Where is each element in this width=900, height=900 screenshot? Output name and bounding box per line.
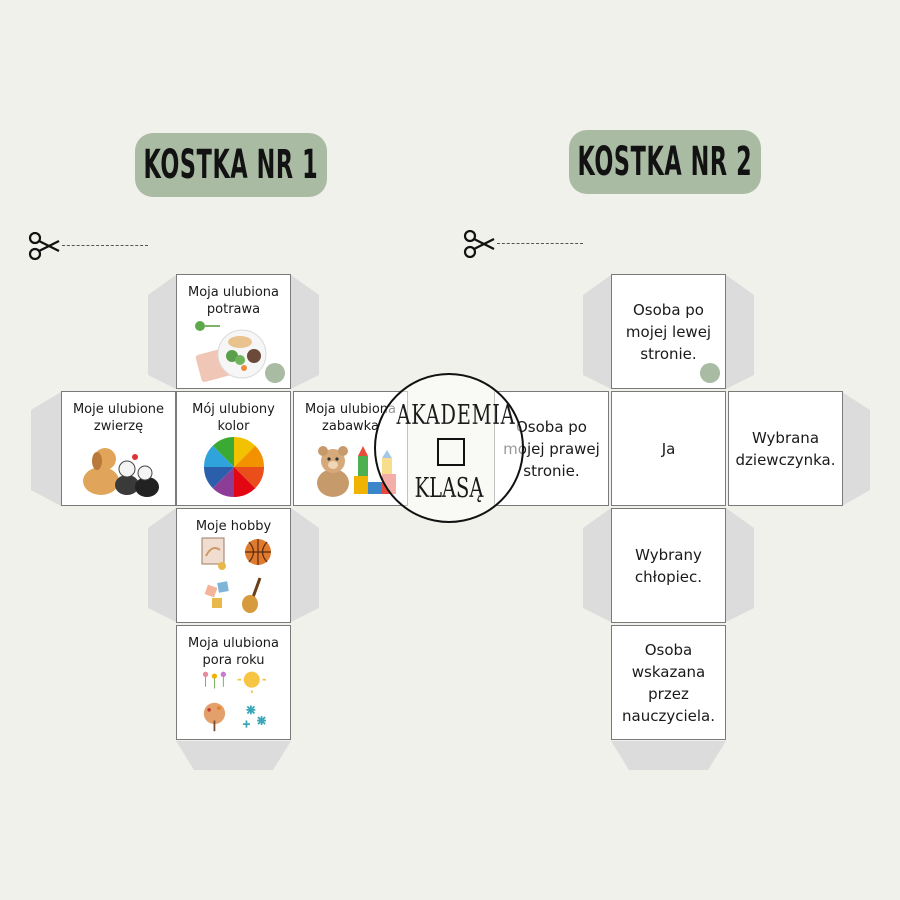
- dice-2-title-pill: KOSTKA NR 2: [569, 130, 761, 194]
- dice-2-face-girl: Wybrana dziewczynka.: [728, 391, 843, 506]
- dice-1-face-food: Moja ulubiona potrawa: [176, 274, 291, 389]
- scissors-icon: [28, 232, 60, 260]
- food-plate-icon: [194, 321, 266, 382]
- dice-1-face-animal: Moje ulubione zwierzę: [61, 391, 176, 506]
- logo-badge: [265, 363, 285, 383]
- dice-1-face-hobby: Moje hobby: [176, 508, 291, 623]
- cut-line-2: [497, 243, 583, 244]
- akademia-klasa-watermark: AKADEMIA KLASĄ: [374, 373, 524, 523]
- dice-1-title-pill: KOSTKA NR 1: [135, 133, 327, 197]
- dice-1-face-season: Moja ulubiona pora roku: [176, 625, 291, 740]
- cut-line-1: [62, 245, 148, 246]
- flowers-icon: [202, 671, 266, 732]
- dice-2-face-me: Ja: [611, 391, 726, 506]
- scissors-icon: [463, 230, 495, 258]
- color-wheel-icon: [203, 437, 264, 497]
- dice-1-face-color: Mój ulubiony kolor: [176, 391, 291, 506]
- dice-2-face-teacher: Osoba wskazana przez nauczyciela.: [611, 625, 726, 740]
- teddy-bear-icon: [316, 446, 349, 497]
- pets-icon: [82, 448, 159, 497]
- painting-icon: [201, 537, 271, 613]
- dice-2-face-boy: Wybrany chłopiec.: [611, 508, 726, 623]
- logo-badge: [700, 363, 720, 383]
- dice-1-title: KOSTKA NR 1: [143, 142, 319, 188]
- dice-2-face-left: Osoba po mojej lewej stronie.: [611, 274, 726, 389]
- dice-2-title: KOSTKA NR 2: [577, 139, 753, 185]
- logo-mark: [437, 438, 465, 466]
